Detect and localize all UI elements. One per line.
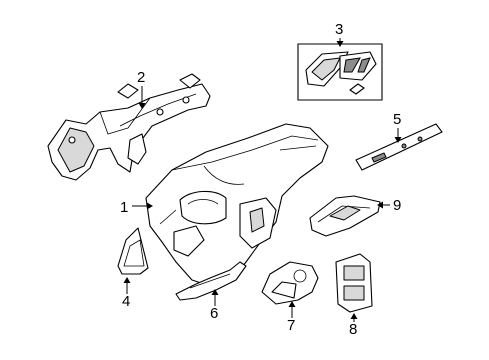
callout-1: 1 [120, 199, 153, 216]
svg-text:8: 8 [349, 321, 357, 338]
part-6-bracket [175, 261, 247, 301]
svg-text:7: 7 [287, 317, 295, 334]
part-2-crosscar-beam [47, 73, 211, 181]
callout-7: 7 [287, 301, 296, 334]
svg-text:3: 3 [335, 21, 343, 38]
callout-4: 4 [122, 277, 131, 310]
svg-text:2: 2 [137, 69, 145, 86]
svg-text:9: 9 [393, 197, 401, 214]
part-1-instrument-panel [145, 123, 329, 287]
callout-9: 9 [377, 197, 401, 214]
part-9-glove-box [309, 195, 381, 237]
svg-text:1: 1 [120, 199, 128, 216]
svg-text:4: 4 [122, 293, 130, 310]
part-3-vent-bezel-assembly [297, 43, 383, 101]
callout-8: 8 [349, 313, 358, 338]
callout-5: 5 [393, 111, 402, 143]
svg-text:5: 5 [393, 111, 401, 128]
callout-6: 6 [210, 289, 219, 322]
callout-2: 2 [137, 69, 146, 109]
part-5-trim-strip [355, 123, 443, 171]
part-7-column-bracket [261, 261, 319, 305]
part-8-radio-bezel [335, 253, 373, 313]
callout-3: 3 [335, 21, 344, 47]
svg-text:6: 6 [210, 305, 218, 322]
part-4-end-cap [117, 227, 149, 275]
